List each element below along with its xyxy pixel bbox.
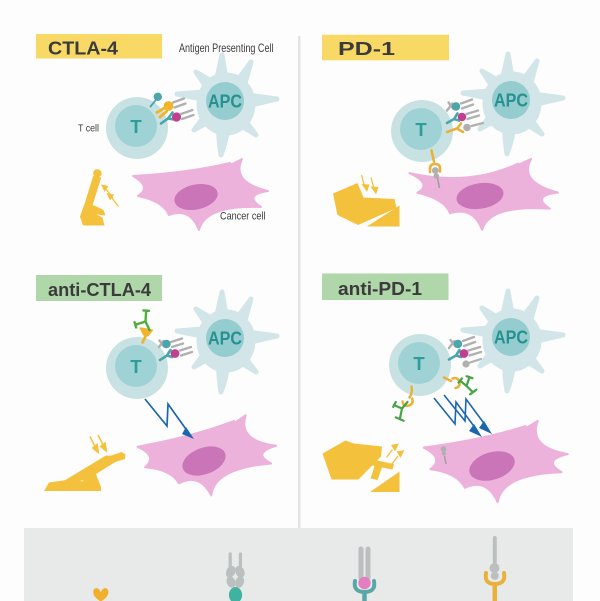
svg-text:T cell: T cell xyxy=(78,124,99,135)
svg-text:anti-CTLA-4: anti-CTLA-4 xyxy=(48,280,151,300)
svg-text:CTLA-4: CTLA-4 xyxy=(48,39,118,59)
svg-text:Antigen Presenting Cell: Antigen Presenting Cell xyxy=(179,41,274,55)
svg-text:anti-PD-1: anti-PD-1 xyxy=(338,279,422,299)
svg-text:Cancer cell: Cancer cell xyxy=(220,211,266,223)
svg-text:PD-1: PD-1 xyxy=(338,39,395,59)
